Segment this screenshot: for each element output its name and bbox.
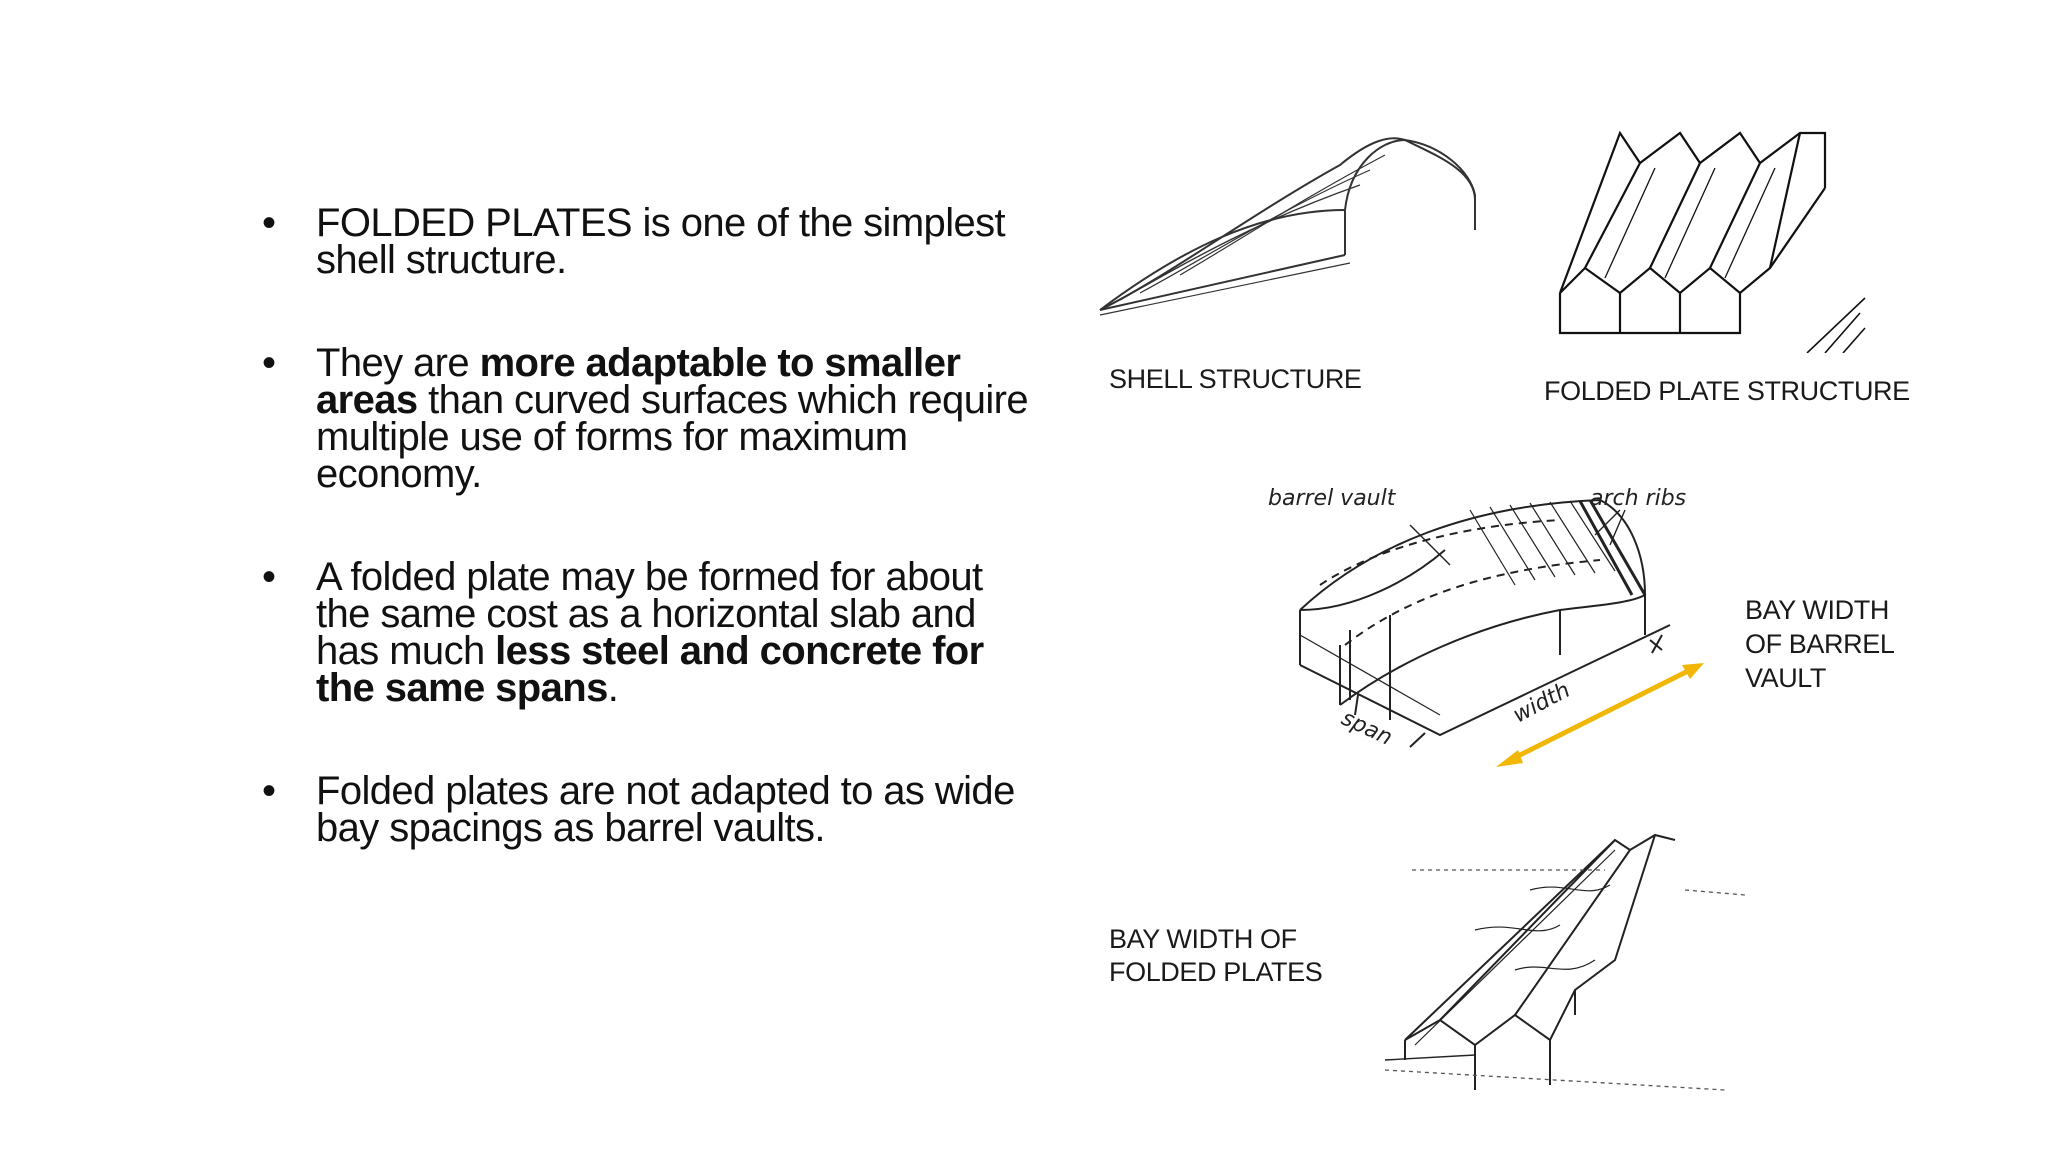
bullet-dot: •	[262, 201, 276, 245]
caption-line: BAY WIDTH OF	[1109, 924, 1297, 954]
bullet-dot: •	[262, 769, 276, 813]
bullet-item: • FOLDED PLATES is one of the simplest s…	[262, 201, 1042, 280]
folded-plates-bay-caption: BAY WIDTH OF FOLDED PLATES	[1109, 923, 1323, 989]
bullet-text-end: .	[607, 666, 619, 710]
bullet-emphasis: less steel and concrete for the same spa…	[316, 629, 984, 710]
bullet-text-end: than curved surfaces which require multi…	[316, 378, 1029, 496]
folded-plate-caption: FOLDED PLATE STRUCTURE	[1544, 376, 1910, 406]
span-label: span	[1337, 706, 1395, 751]
barrel-vault-label: barrel vault	[1268, 486, 1397, 511]
barrel-vault-caption: BAY WIDTH OF BARREL VAULT	[1745, 593, 1895, 695]
bullet-dot: •	[262, 341, 276, 385]
bullet-dot: •	[262, 555, 276, 599]
caption-line: FOLDED PLATES	[1109, 957, 1323, 987]
barrel-vault-sketch: barrel vault arch ribs width span	[1260, 485, 1710, 770]
bullet-text-start: They are	[316, 341, 480, 385]
bullet-emphasis: more adaptable to smaller areas	[316, 341, 961, 422]
bullet-text: Folded plates are not adapted to as wide…	[316, 769, 1015, 850]
arch-ribs-label: arch ribs	[1590, 486, 1686, 511]
bullet-text-start: A folded plate may be formed for about t…	[316, 555, 983, 673]
caption-line: BAY WIDTH	[1745, 595, 1889, 625]
bullet-item: • Folded plates are not adapted to as wi…	[262, 769, 1042, 848]
bay-width-arrow	[1496, 663, 1704, 767]
folded-plates-bay-sketch	[1365, 820, 1755, 1110]
shell-structure-caption: SHELL STRUCTURE	[1109, 364, 1362, 394]
folded-plate-sketch	[1555, 128, 1875, 353]
bullet-list: • FOLDED PLATES is one of the simplest s…	[262, 201, 1042, 848]
shell-structure-sketch	[1090, 85, 1490, 325]
bullet-item: • They are more adaptable to smaller are…	[262, 341, 1042, 496]
caption-line: OF BARREL	[1745, 629, 1895, 659]
bullet-text: FOLDED PLATES is one of the simplest she…	[316, 201, 1006, 282]
bullet-item: • A folded plate may be formed for about…	[262, 555, 1042, 710]
caption-line: VAULT	[1745, 663, 1827, 693]
